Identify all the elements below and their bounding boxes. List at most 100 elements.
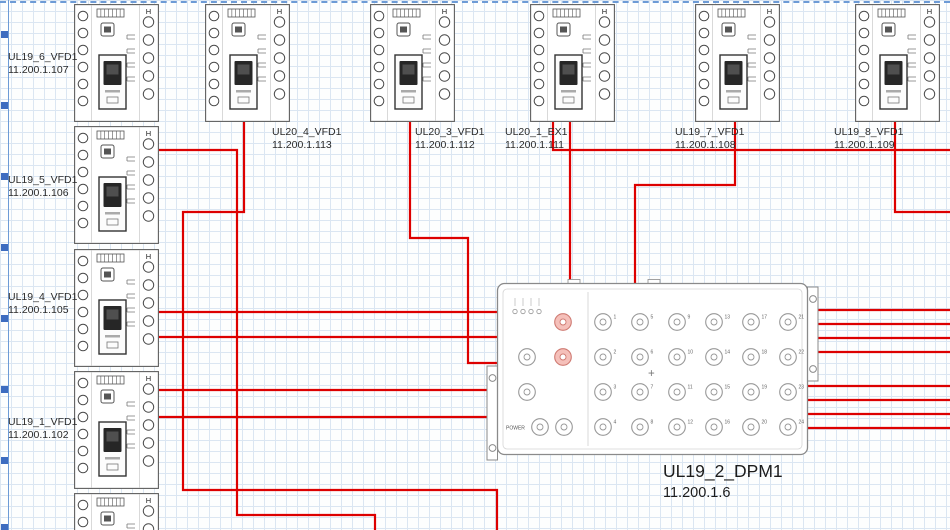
- device-ip: 11.200.1.112: [415, 139, 475, 151]
- module-port: [273, 88, 286, 100]
- module-port: [142, 505, 155, 517]
- device-module[interactable]: H: [74, 4, 159, 122]
- module-port: [208, 95, 220, 107]
- dpm-ip: 11.200.1.6: [663, 485, 731, 501]
- module-port: [438, 34, 451, 46]
- module-port: [533, 27, 545, 39]
- module-port: [77, 340, 89, 352]
- dpm-port-number: 1: [614, 315, 617, 321]
- terminal-strip: [392, 8, 421, 18]
- module-port: [142, 192, 155, 204]
- device-name: UL19_5_VFD1: [8, 174, 78, 186]
- dpm-port-number: 10: [688, 350, 694, 356]
- module-port: [142, 156, 155, 168]
- module-port: [373, 10, 385, 22]
- connector-fork-icon: [747, 48, 756, 54]
- device-dpm[interactable]: POWER+ 1 2 3 4 5 6 7 8 9 10 11 12 13 14 …: [486, 279, 819, 461]
- connector-fork-icon: [747, 34, 756, 40]
- device-layer: H H H H H H H H H H: [74, 4, 940, 530]
- module-port: [438, 52, 451, 64]
- module-port: [763, 34, 776, 46]
- connector-fork-icon: [126, 279, 135, 285]
- connector-fork-icon: [126, 293, 135, 299]
- cable[interactable]: [633, 122, 737, 283]
- module-port: [77, 27, 89, 39]
- module-h-label: H: [146, 252, 151, 261]
- device-module[interactable]: H: [370, 4, 455, 122]
- device-module[interactable]: H: [695, 4, 780, 122]
- module-h-label: H: [602, 7, 607, 16]
- device-module[interactable]: H: [855, 4, 940, 122]
- terminal-strip: [96, 130, 125, 140]
- device-module[interactable]: H: [74, 249, 159, 367]
- connector-fork-icon: [582, 62, 591, 68]
- connector-fork-icon: [126, 62, 135, 68]
- dpm-port-number: 15: [725, 385, 731, 391]
- ruler-marker: [1, 102, 8, 109]
- page-boundary-top: [0, 1, 950, 3]
- module-port: [373, 27, 385, 39]
- dpm-port-number: 2: [614, 350, 617, 356]
- relay-icon: [100, 267, 115, 282]
- cable[interactable]: [551, 122, 950, 152]
- dpm-body: [496, 282, 809, 456]
- device-name: UL20_1_EX1: [505, 126, 568, 138]
- relay-icon: [100, 511, 115, 526]
- connector-fork-icon: [126, 401, 135, 407]
- module-port: [77, 44, 89, 56]
- module-port: [598, 16, 611, 28]
- device-ip: 11.200.1.108: [675, 139, 736, 151]
- module-h-label: H: [146, 496, 151, 505]
- device-name: UL19_6_VFD1: [8, 51, 78, 63]
- ruler-marker: [1, 315, 8, 322]
- module-port: [77, 445, 89, 457]
- module-port: [698, 44, 710, 56]
- relay-icon: [100, 144, 115, 159]
- module-port: [598, 34, 611, 46]
- module-port: [77, 255, 89, 267]
- device-module[interactable]: H: [205, 4, 290, 122]
- module-port: [923, 16, 936, 28]
- module-port: [273, 34, 286, 46]
- module-port: [142, 70, 155, 82]
- connector-fork-icon: [126, 307, 135, 313]
- device-module[interactable]: H: [530, 4, 615, 122]
- module-port: [763, 70, 776, 82]
- module-port: [533, 61, 545, 73]
- module-port: [77, 78, 89, 90]
- module-port: [142, 174, 155, 186]
- module-port: [438, 88, 451, 100]
- module-port: [858, 95, 870, 107]
- module-port: [77, 10, 89, 22]
- module-port: [77, 61, 89, 73]
- module-port: [858, 27, 870, 39]
- cable[interactable]: [159, 148, 377, 530]
- module-port: [77, 183, 89, 195]
- cable[interactable]: [893, 122, 950, 214]
- cable[interactable]: [408, 122, 497, 365]
- dpm-port-number: 4: [614, 420, 617, 426]
- ruler-marker: [1, 524, 8, 530]
- module-port: [142, 261, 155, 273]
- ruler-marker: [1, 173, 8, 180]
- dpm-label[interactable]: UL19_2_DPM1 11.200.1.6: [663, 460, 783, 503]
- relay-icon: [881, 22, 896, 37]
- dpm-port-number: 9: [688, 315, 691, 321]
- device-name: UL20_3_VFD1: [415, 126, 485, 138]
- device-ip: 11.200.1.106: [8, 187, 69, 199]
- device-module[interactable]: H: [74, 493, 159, 530]
- connector-fork-icon: [126, 429, 135, 435]
- device-module[interactable]: H: [74, 371, 159, 489]
- cable[interactable]: [181, 122, 499, 530]
- device-module[interactable]: H: [74, 126, 159, 244]
